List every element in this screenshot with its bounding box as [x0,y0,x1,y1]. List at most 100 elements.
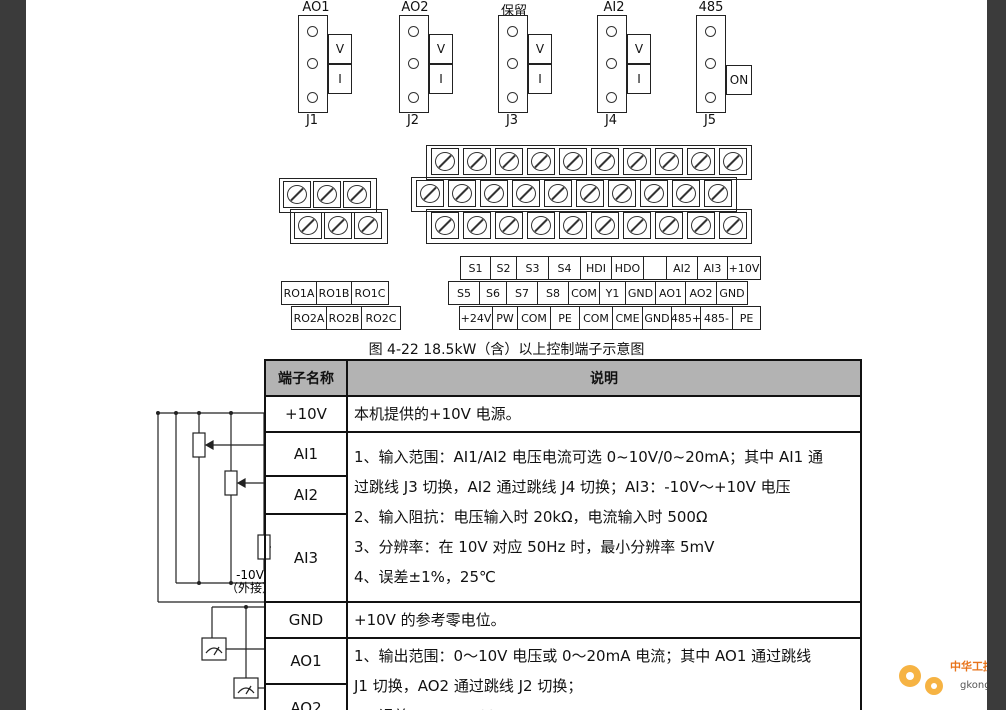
relay-screw-block-lower [290,209,388,244]
terminal-label: PE [550,306,580,330]
screw-icon [623,212,651,239]
screw-icon [283,181,311,208]
terminal-label: RO2C [361,306,401,330]
pin [507,92,518,103]
screw-icon [719,212,747,239]
terminal-label: COM [568,281,600,305]
description-line: 3、分辨率：在 10V 对应 50Hz 时，最小分辨率 5mV [354,538,715,556]
wiring-diagram: -10V （外接） [156,411,271,699]
screw-icon [559,148,587,175]
terminal-label: RO1B [316,281,352,305]
screw-icon [687,148,715,175]
jumper-id: J2 [406,113,420,128]
jumper-pin-block [399,15,429,113]
pin [705,58,716,69]
screw-icon [527,148,555,175]
figure-caption: 图 4-22 18.5kW（含）以上控制端子示意图 [368,342,645,358]
terminal-description: 1、输入范围：AI1/AI2 电压电流可选 0~10V/0~20mA；其中 AI… [346,431,862,603]
jumper-option: I [528,64,552,94]
terminal-label: PE [732,306,761,330]
screw-icon [448,180,476,207]
terminal-label [643,256,667,280]
table-row: GND +10V 的参考零电位。 [264,601,862,639]
terminal-label: S4 [548,256,581,280]
pin [307,58,318,69]
terminal-name: AO2 [264,683,348,710]
terminal-description: 本机提供的+10V 电源。 [346,395,862,433]
screw-icon [687,212,715,239]
description-line: 2、误差±1%，25℃ [354,701,854,710]
jumper-pin-block [696,15,726,113]
screw-icon [591,212,619,239]
terminal-label: HDO [611,256,644,280]
terminal-label: PW [492,306,518,330]
document-page: AO1 V I J1 AO2 V I J2 保留 V I J3 AI2 [26,0,987,710]
screw-icon [324,212,352,239]
jumper-option: I [328,64,352,94]
terminal-label: GND [716,281,748,305]
wiring-label-neg10v: -10V [236,568,265,582]
terminal-label: AO2 [685,281,717,305]
description-line: 1、输出范围：0～10V 电压或 0～20mA 电流；其中 AO1 通过跳线 [354,647,812,665]
terminal-label: +24V [459,306,493,330]
terminal-label: RO2B [326,306,362,330]
jumper-pin-block [498,15,528,113]
terminal-description: 1、输出范围：0～10V 电压或 0～20mA 电流；其中 AO1 通过跳线 J… [346,637,862,710]
screw-icon [527,212,555,239]
terminal-name: AI2 [264,475,348,515]
table-row: AI1 1、输入范围：AI1/AI2 电压电流可选 0~10V/0~20mA；其… [264,431,862,603]
terminal-label: AO1 [655,281,686,305]
pin [606,92,617,103]
terminal-spec-table: 端子名称 说明 +10V 本机提供的+10V 电源。 AI1 1、输入范围：AI… [264,359,862,710]
screw-icon [495,212,523,239]
screw-icon [416,180,444,207]
terminal-label: AI3 [697,256,728,280]
jumper-option: I [627,64,651,94]
screw-icon [431,212,459,239]
screw-icon [431,148,459,175]
screw-icon [576,180,604,207]
screw-icon [704,180,732,207]
terminal-label: Y1 [599,281,626,305]
terminal-label: RO1C [351,281,389,305]
screw-icon [463,212,491,239]
pin [705,92,716,103]
screw-icon [544,180,572,207]
pin [408,92,419,103]
screw-icon [640,180,668,207]
jumper-option: V [528,34,552,64]
jumper-id: J1 [305,113,319,128]
pin [307,26,318,37]
screw-icon [480,180,508,207]
screw-icon [559,212,587,239]
terminal-name: AI3 [264,513,348,603]
terminal-label: S7 [506,281,538,305]
jumper-top-label: AI2 [603,0,625,15]
jumper-option: ON [726,65,752,95]
jumper-option: I [429,64,453,94]
screw-icon [655,148,683,175]
table-row: AO1 1、输出范围：0～10V 电压或 0～20mA 电流；其中 AO1 通过… [264,637,862,710]
jumper-option: V [429,34,453,64]
screw-icon [294,212,322,239]
jumper-pin-block [298,15,328,113]
terminal-label: S2 [490,256,517,280]
terminal-name: +10V [264,395,348,433]
jumper-pin-block [597,15,627,113]
table-row: AI2 [264,475,861,515]
terminal-label: RO2A [291,306,327,330]
jumper-top-label: AO2 [401,0,429,15]
screw-icon [655,212,683,239]
terminal-label: S8 [537,281,569,305]
terminal-label: S6 [479,281,507,305]
screw-icon [672,180,700,207]
pin [507,26,518,37]
description-line: 过跳线 J3 切换，AI2 通过跳线 J4 切换；AI3：-10V～+10V 电… [354,478,791,496]
terminal-label: +10V [727,256,761,280]
jumper-top-label: AO1 [302,0,330,15]
pin [408,26,419,37]
terminal-label: S5 [448,281,480,305]
description-line: J1 切换，AO2 通过跳线 J2 切换； [354,677,583,695]
jumper-option: V [328,34,352,64]
terminal-label: COM [579,306,613,330]
